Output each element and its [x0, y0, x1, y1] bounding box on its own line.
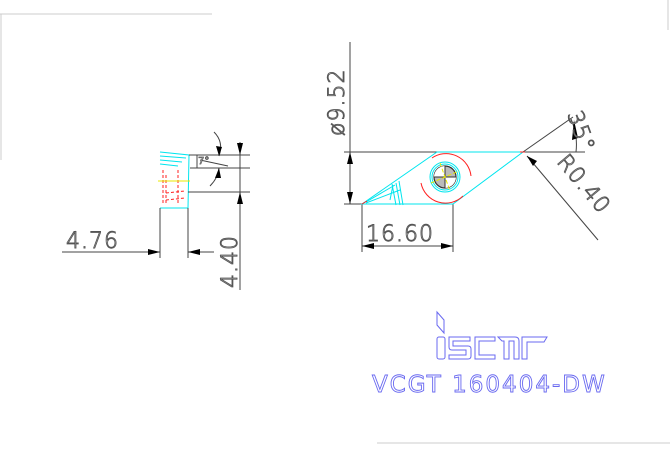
inscribed-circle-label: ø9.52	[325, 69, 350, 136]
dimension-arrows	[347, 120, 578, 249]
clearance-angle-label: 7°	[198, 156, 209, 167]
insert-outline	[360, 151, 525, 206]
top-view: ø9.52 16.60 35° R0.40	[325, 42, 616, 252]
iscar-logo	[436, 310, 548, 360]
side-insert-outline	[159, 151, 190, 209]
part-number: VCGT 160404-DW	[372, 372, 607, 398]
hole-section	[430, 162, 460, 192]
hidden-arcs	[361, 151, 525, 205]
side-view: 7° 4.76 4.40	[62, 131, 250, 290]
thickness-dimension-label: 4.76	[66, 229, 119, 254]
side-dimension-lines	[62, 131, 250, 290]
frame-lines	[0, 0, 670, 444]
side-arrows	[148, 143, 243, 255]
height-dimension-label: 4.40	[218, 235, 243, 288]
side-hidden-lines	[162, 170, 186, 205]
dimension-lines	[344, 42, 599, 252]
length-dimension-label: 16.60	[366, 222, 434, 247]
angle-label: 35°	[561, 108, 599, 156]
corner-radius-label: R0.40	[551, 150, 615, 219]
